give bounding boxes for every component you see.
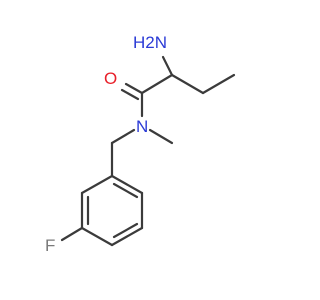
bond-ring-fluorine <box>60 226 84 242</box>
ring-bond-3 <box>110 226 144 247</box>
ring-inner-1 <box>112 182 139 199</box>
amide-nitrogen-label: N <box>136 117 148 136</box>
molecule-structure: H2N O N F <box>45 33 236 255</box>
bond-namide-methyl <box>148 128 174 145</box>
bond-ca-nh2 <box>161 55 174 77</box>
bond-namide-ch2 <box>110 128 136 145</box>
ring-bond-6 <box>80 174 114 195</box>
ring-bond-1 <box>110 174 144 195</box>
bond-co-2 <box>120 88 140 101</box>
ring-bond-4 <box>80 226 114 247</box>
bond-co-1 <box>124 82 144 95</box>
bond-ca-cethyl <box>170 73 205 95</box>
carbonyl-oxygen-label: O <box>104 69 117 88</box>
bond-ca-ccarbonyl <box>140 73 174 95</box>
amine-nh2-label: H2N <box>133 33 167 52</box>
ring-inner-2 <box>112 222 139 239</box>
bond-cethyl-cmethyl <box>201 73 236 95</box>
fluorine-label: F <box>45 236 55 255</box>
